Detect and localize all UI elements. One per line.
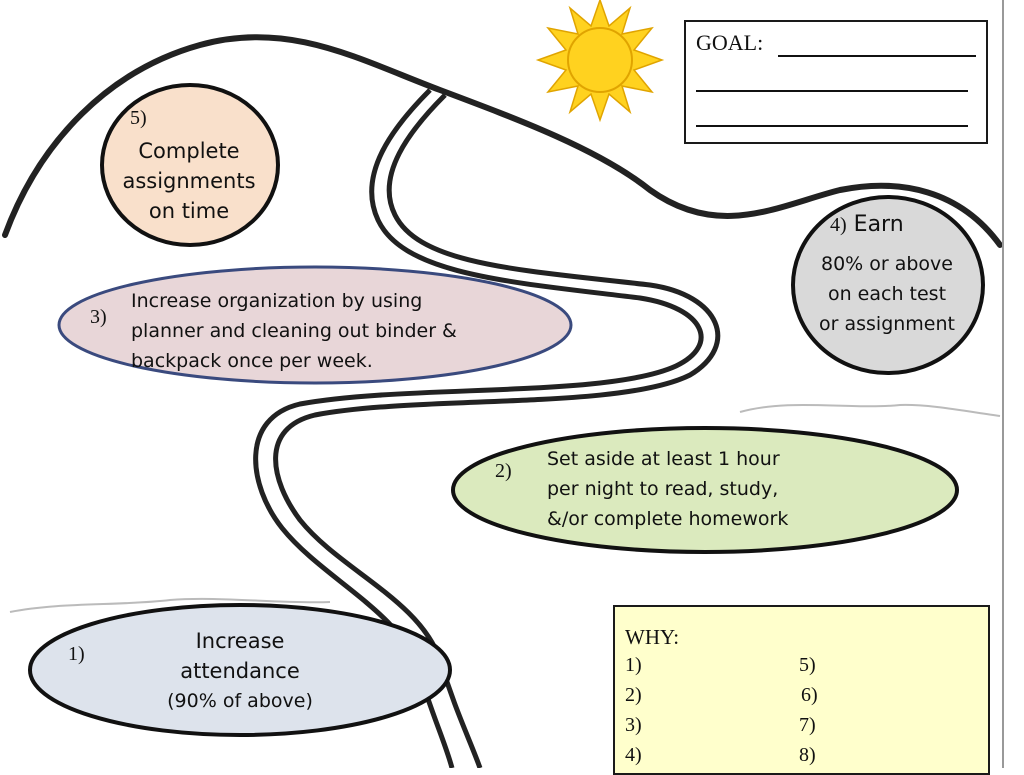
hill-line — [2, 34, 1003, 248]
step-1-number: 1) — [68, 643, 85, 665]
step-2-line-2: per night to read, study, — [547, 478, 779, 500]
step-5-line-2: assignments — [122, 169, 256, 193]
step-2-line-3: &/or complete homework — [547, 508, 789, 530]
goal-blank-line-3[interactable] — [696, 125, 968, 127]
step-2-number: 2) — [495, 460, 512, 482]
step-4-heading-row: 4) Earn — [830, 212, 904, 237]
step-1-line-1: Increase — [195, 629, 285, 653]
why-item-4[interactable]: 4) — [625, 744, 642, 766]
step-1-line-3: (90% of above) — [167, 690, 313, 712]
road-edge-outer — [273, 93, 721, 768]
goal-blank-line-1[interactable] — [778, 55, 976, 57]
horizon-sketch-right — [739, 403, 1001, 417]
step-5-number: 5) — [130, 107, 147, 129]
horizon-sketch-left — [9, 597, 331, 613]
goal-label: GOAL: — [696, 30, 764, 55]
why-item-3[interactable]: 3) — [625, 714, 642, 736]
sun-icon — [535, 0, 665, 123]
step-3-ellipse — [57, 265, 573, 385]
why-box: WHY: 1) 2) 3) 4) 5) 6) 7) 8) — [613, 605, 990, 775]
why-item-1[interactable]: 1) — [625, 654, 642, 676]
why-item-7[interactable]: 7) — [799, 714, 816, 736]
step-4-circle — [791, 195, 985, 375]
why-item-8[interactable]: 8) — [799, 744, 816, 766]
step-4-line-1: 80% or above — [820, 253, 953, 275]
step-4-heading: Earn — [853, 212, 904, 237]
step-1-ellipse — [28, 603, 452, 737]
step-3-line-1: Increase organization by using — [131, 290, 423, 312]
step-3-line-3: backpack once per week. — [131, 350, 373, 372]
step-5-line-3: on time — [148, 199, 230, 223]
why-item-5[interactable]: 5) — [799, 654, 816, 676]
goal-blank-line-2[interactable] — [696, 90, 968, 92]
step-1-text: Increase attendance (90% of above) — [130, 626, 350, 716]
step-2-text: Set aside at least 1 hour per night to r… — [547, 444, 897, 534]
step-4-number: 4) — [830, 214, 847, 236]
step-5-text: Complete assignments on time — [110, 136, 268, 226]
step-4-line-2: on each test — [827, 283, 947, 305]
step-3-text: Increase organization by using planner a… — [131, 286, 571, 376]
step-4-line-3: or assignment — [819, 313, 955, 335]
why-item-6[interactable]: 6) — [801, 684, 818, 706]
why-title: WHY: — [625, 625, 680, 649]
step-3-line-2: planner and cleaning out binder & — [131, 320, 457, 342]
step-1-line-2: attendance — [180, 659, 300, 683]
step-5-circle — [100, 83, 280, 247]
goal-box: GOAL: — [684, 20, 988, 144]
step-2-ellipse — [451, 426, 959, 554]
road-edge-inner — [253, 88, 704, 768]
step-2-line-1: Set aside at least 1 hour — [547, 448, 780, 470]
why-item-2[interactable]: 2) — [625, 684, 642, 706]
step-3-number: 3) — [90, 306, 107, 328]
step-5-line-1: Complete — [138, 139, 240, 163]
step-4-text: 80% or above on each test or assignment — [796, 249, 978, 339]
